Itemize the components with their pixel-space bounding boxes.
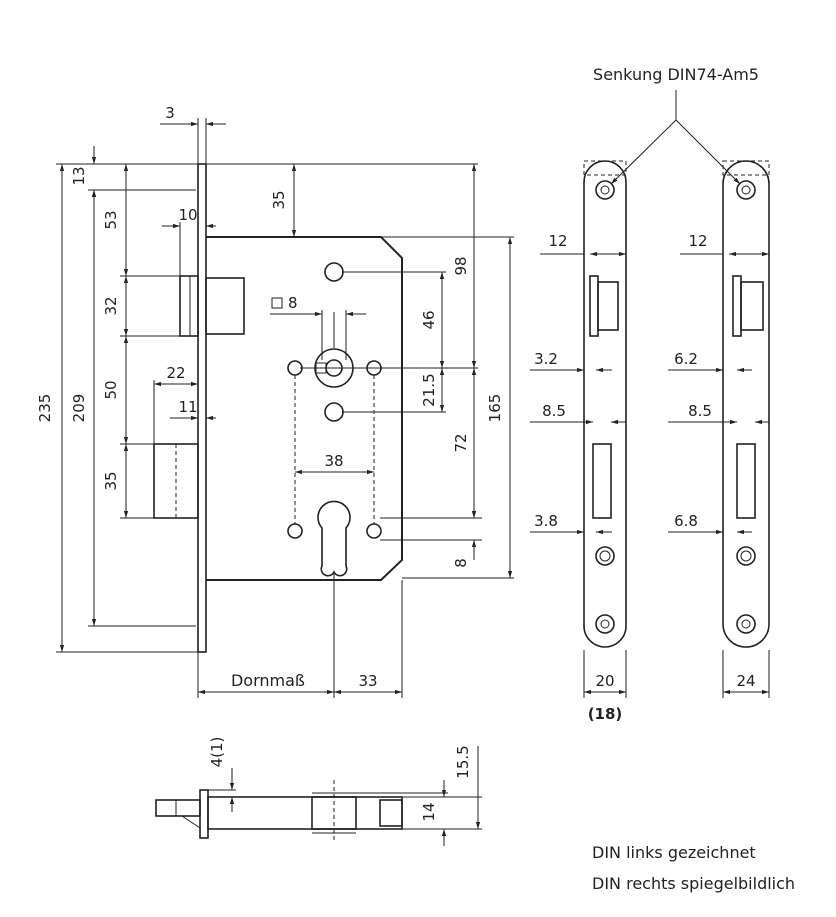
dim-10: 10 <box>178 206 197 224</box>
lock-case <box>206 236 403 581</box>
screw-hole-top <box>324 262 344 282</box>
dim-fp2-12: 12 <box>688 232 707 250</box>
screw-hole-mid <box>324 402 344 422</box>
main-dimensions <box>56 118 514 698</box>
cylinder-cutout <box>317 500 351 577</box>
latch-opening-24 <box>740 281 764 331</box>
dim-38: 38 <box>324 452 343 470</box>
senkung-label: Senkung DIN74-Am5 <box>593 65 759 84</box>
faceplate-note-18: (18) <box>588 705 623 723</box>
dim-98: 98 <box>452 256 470 275</box>
dim-235: 235 <box>36 394 54 423</box>
dim-fp2-6-2: 6.2 <box>674 350 698 368</box>
faceplate-20 <box>583 160 627 648</box>
bolt-opening-20 <box>592 443 612 519</box>
dim-8: 8 <box>452 558 470 568</box>
dim-35-top: 35 <box>270 190 288 209</box>
dim-72: 72 <box>452 433 470 452</box>
dim-fp2-8-5: 8.5 <box>688 402 712 420</box>
dim-13: 13 <box>70 166 88 185</box>
dim-fp1-3-8: 3.8 <box>534 512 558 530</box>
senkung-callout: Senkung DIN74-Am5 <box>593 65 759 185</box>
square-8-label: 8 <box>271 294 298 312</box>
dim-fp2-24: 24 <box>736 672 755 690</box>
dornmass-label: Dornmaß <box>231 671 305 690</box>
faceplate-front <box>197 163 207 653</box>
faceplate-24-view: 12 6.2 8.5 6.8 24 <box>668 160 770 698</box>
dim-14: 14 <box>420 802 438 821</box>
dim-fp1-12: 12 <box>548 232 567 250</box>
dim-11: 11 <box>178 398 197 416</box>
faceplate-20-view: 12 3.2 8.5 3.8 20 (18) <box>530 160 627 723</box>
note-din-left: DIN links gezeichnet <box>592 843 756 862</box>
latch-bolt <box>205 277 245 335</box>
dim-fp1-3-2: 3.2 <box>534 350 558 368</box>
dim-33: 33 <box>358 672 377 690</box>
dim-21-5: 21.5 <box>420 373 438 406</box>
side-case <box>207 796 403 830</box>
dim-3: 3 <box>165 104 175 122</box>
lock-side-view: 4(1) 15.5 14 <box>155 737 482 846</box>
dim-15-5: 15.5 <box>454 745 472 778</box>
dim-fp1-8-5: 8.5 <box>542 402 566 420</box>
faceplate-24 <box>722 160 770 648</box>
note-din-right: DIN rechts spiegelbildlich <box>592 874 795 893</box>
dim-35-deadbolt: 35 <box>102 471 120 490</box>
dim-46: 46 <box>420 310 438 329</box>
latch-opening-20 <box>597 281 619 331</box>
main-dimension-labels: 3 13 235 209 53 32 50 35 10 22 11 35 8 9… <box>36 104 504 690</box>
lock-front-view <box>153 163 478 653</box>
square-size: 8 <box>288 294 298 312</box>
side-latch <box>155 799 201 817</box>
dim-209: 209 <box>70 394 88 423</box>
dim-4-1: 4(1) <box>208 737 226 768</box>
bolt-opening-24 <box>736 443 756 519</box>
dim-32: 32 <box>102 296 120 315</box>
dim-50: 50 <box>102 380 120 399</box>
dim-53: 53 <box>102 210 120 229</box>
dim-fp2-6-8: 6.8 <box>674 512 698 530</box>
dim-fp1-20: 20 <box>595 672 614 690</box>
dim-22: 22 <box>166 364 185 382</box>
dim-165: 165 <box>486 394 504 423</box>
